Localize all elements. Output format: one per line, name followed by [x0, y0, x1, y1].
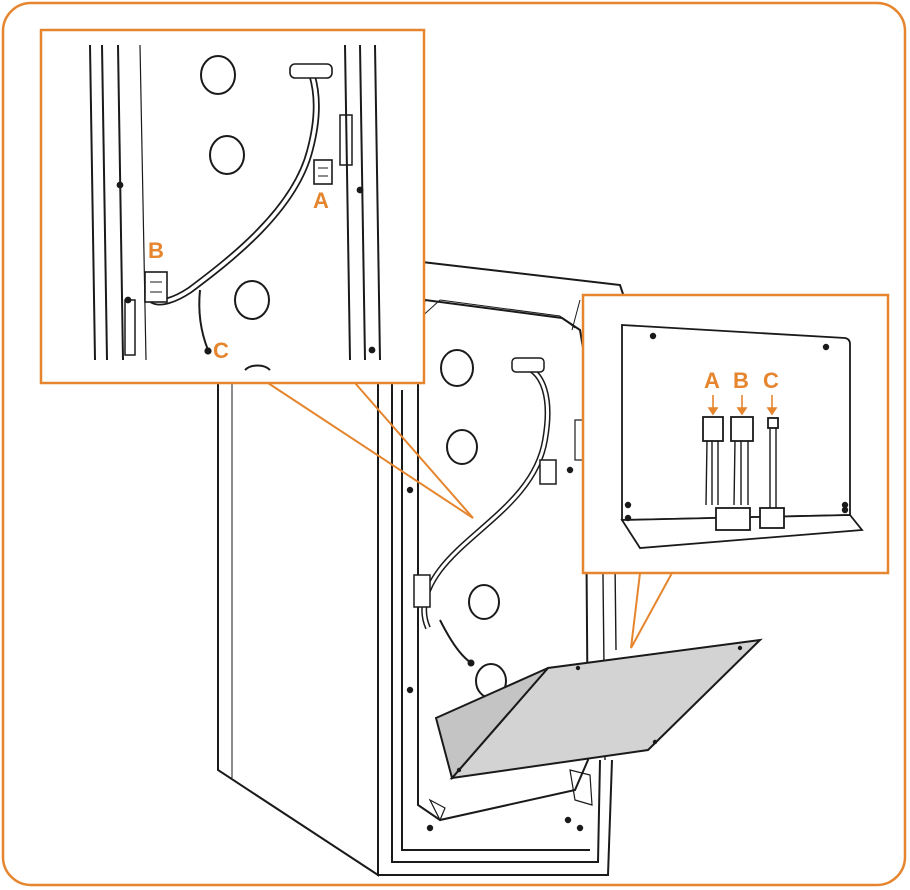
- cabinet-unit: [217, 261, 626, 877]
- detail-callout-right: A B C: [581, 293, 890, 575]
- label-connector-b-right: B: [733, 368, 749, 393]
- connector-c-block: [767, 417, 779, 429]
- knockout-hole: [209, 135, 245, 175]
- knockout-hole: [446, 429, 478, 465]
- label-connector-a-right: A: [704, 368, 720, 393]
- access-panel-flange: [434, 667, 549, 781]
- label-connector-b: B: [148, 238, 164, 263]
- harness-head-connector: [289, 63, 333, 79]
- knockout-hole: [234, 280, 270, 320]
- connector-a: [313, 159, 333, 185]
- access-panel: [434, 638, 763, 781]
- harness-grommet: [715, 507, 751, 531]
- connector-b-block: [730, 416, 754, 442]
- cabinet-inner-frame: [391, 382, 601, 863]
- label-connector-c-right: C: [763, 368, 779, 393]
- label-connector-c: C: [213, 338, 229, 363]
- knockout-hole: [440, 349, 474, 387]
- top-callout-leader: [267, 382, 474, 519]
- detail-callout-top: A B C: [39, 28, 426, 385]
- right-callout-leader: [630, 572, 673, 649]
- wire-c: [198, 289, 209, 351]
- connector-c-grommet: [759, 507, 785, 529]
- connector-a-block: [702, 416, 724, 442]
- label-arrows: [707, 395, 778, 416]
- connector-b: [144, 271, 168, 303]
- knockout-hole: [468, 584, 500, 620]
- callout-leaders: [267, 382, 673, 649]
- label-connector-a: A: [313, 188, 329, 213]
- knockout-hole: [200, 55, 236, 95]
